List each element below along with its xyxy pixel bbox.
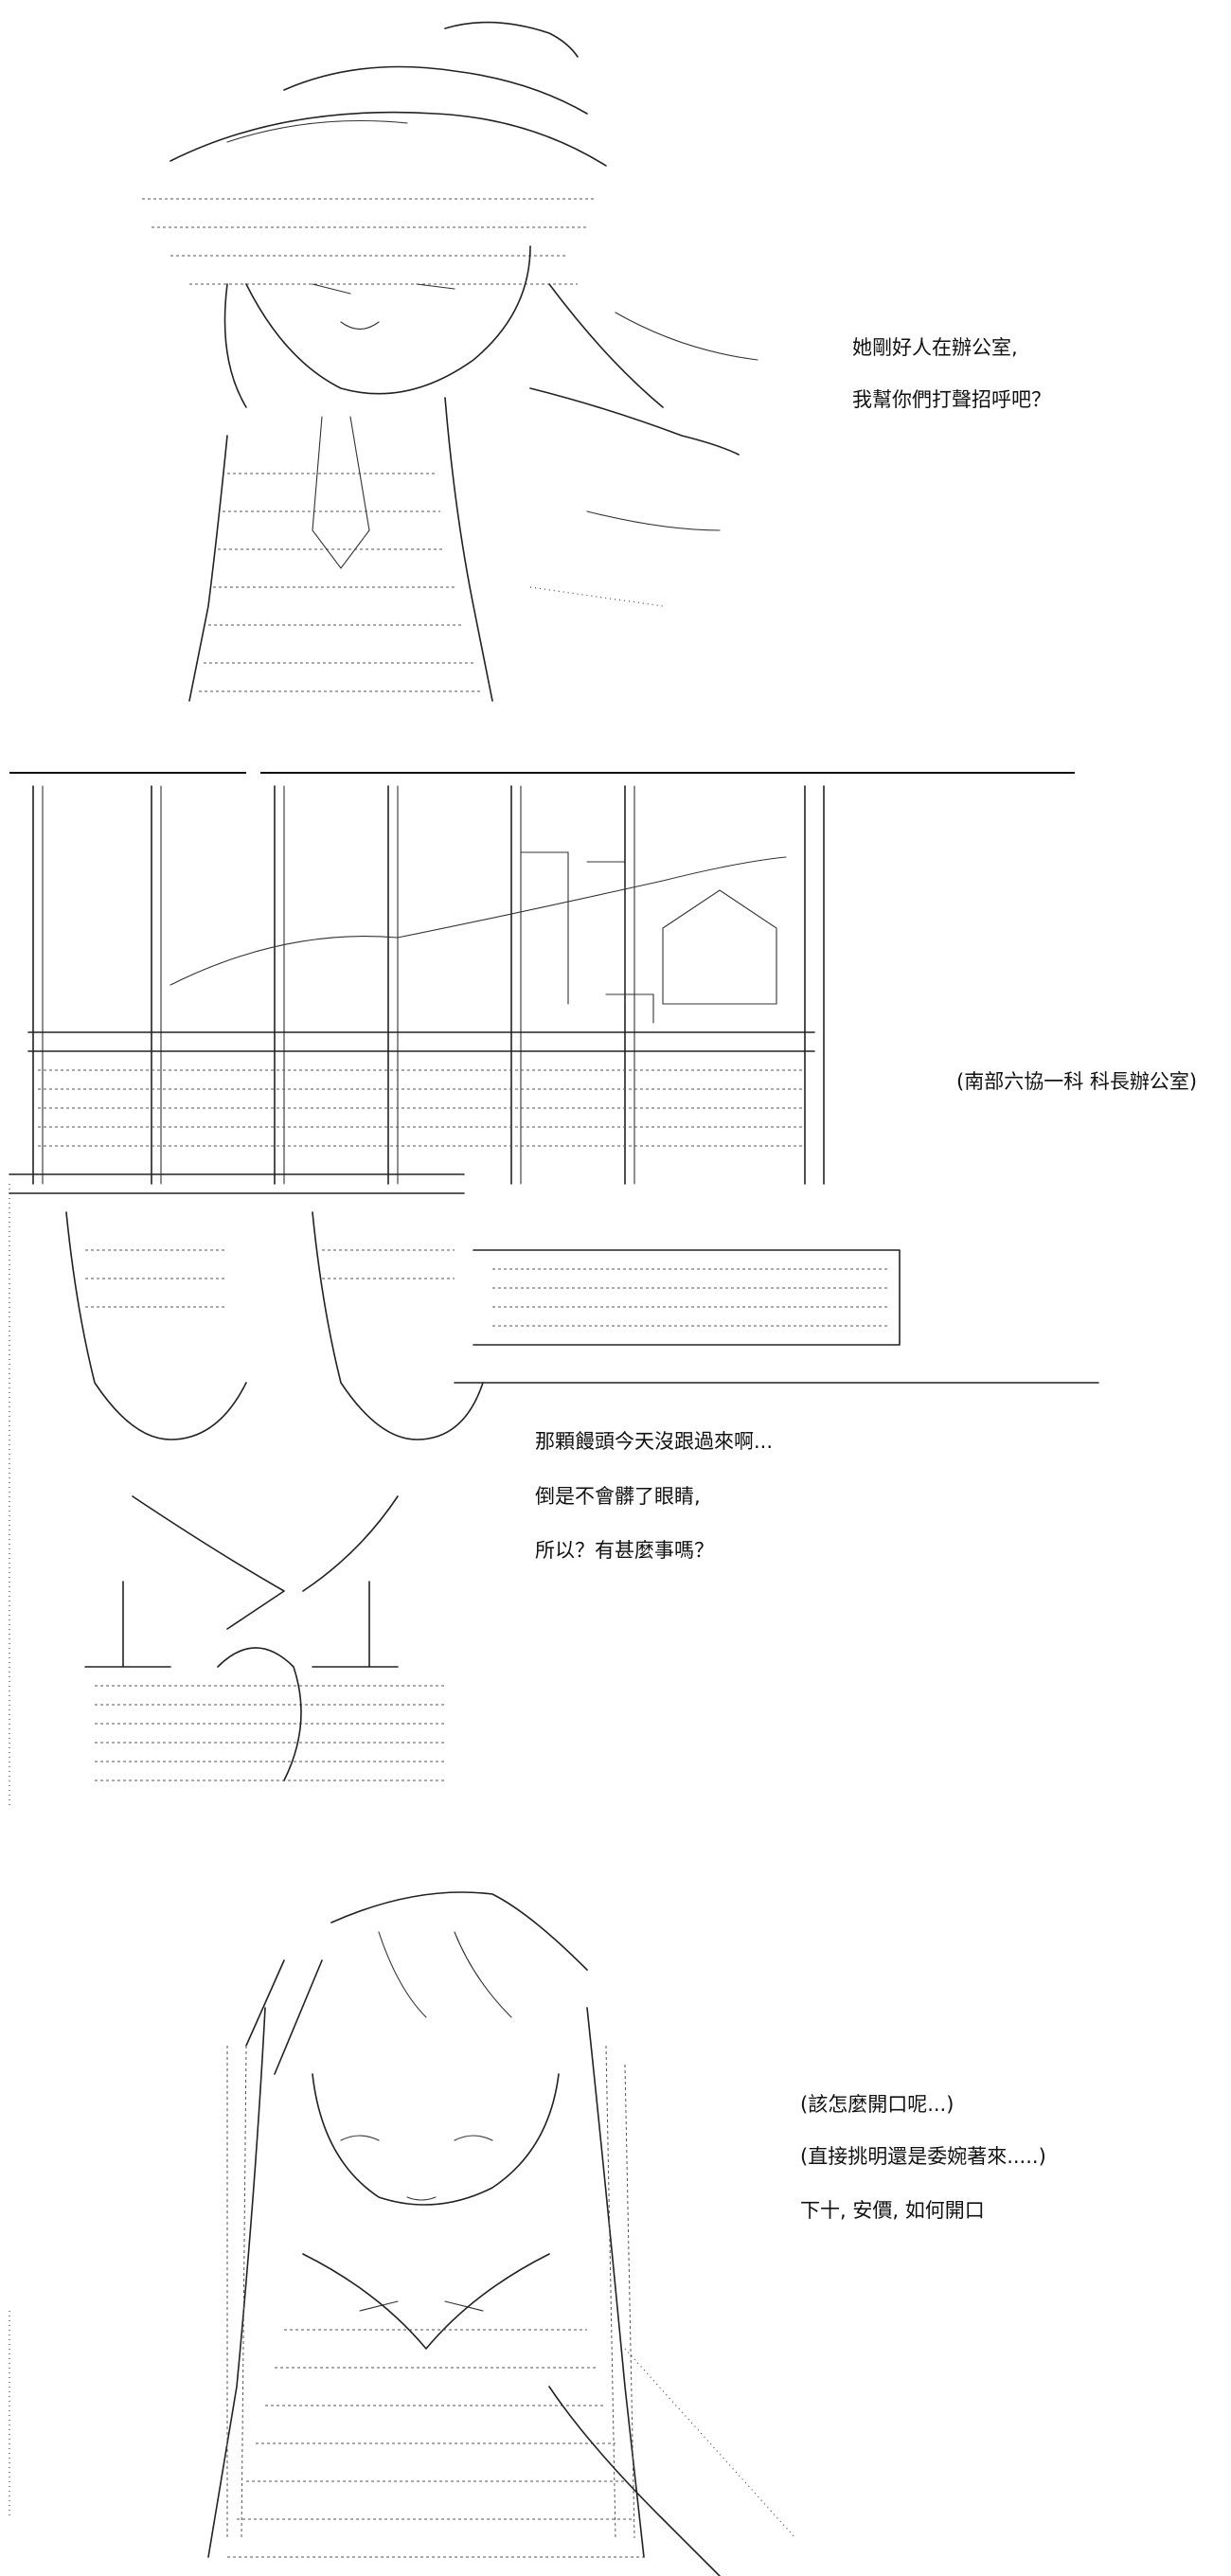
panel3-dialogue-line-3: 下十, 安價, 如何開口 [800, 2199, 985, 2222]
panel2-location-caption: (南部六協一科 科長辦公室) [956, 1070, 1198, 1093]
panel1-illustration [0, 0, 1231, 720]
panel2-dialogue-line-2: 倒是不會髒了眼睛, [535, 1485, 701, 1508]
panel2-illustration [0, 777, 1231, 1818]
panel1-dialogue-line-1: 她剛好人在辦公室, [852, 336, 1018, 359]
panel3-dialogue-line-2: (直接挑明還是委婉著來.....) [800, 2145, 1046, 2168]
panel3-dialogue-line-1: (該怎麼開口呢...) [800, 2093, 954, 2116]
panel1-dialogue-line-2: 我幫你們打聲招呼吧？ [852, 388, 1051, 411]
panel2-dialogue-line-1: 那顆饅頭今天沒跟過來啊... [535, 1430, 774, 1453]
panel-divider-left [9, 772, 246, 774]
panel2-dialogue-line-3: 所以？有甚麼事嗎？ [535, 1539, 714, 1562]
panel-divider-right [260, 772, 1075, 774]
panel3-illustration [0, 1856, 1231, 2576]
